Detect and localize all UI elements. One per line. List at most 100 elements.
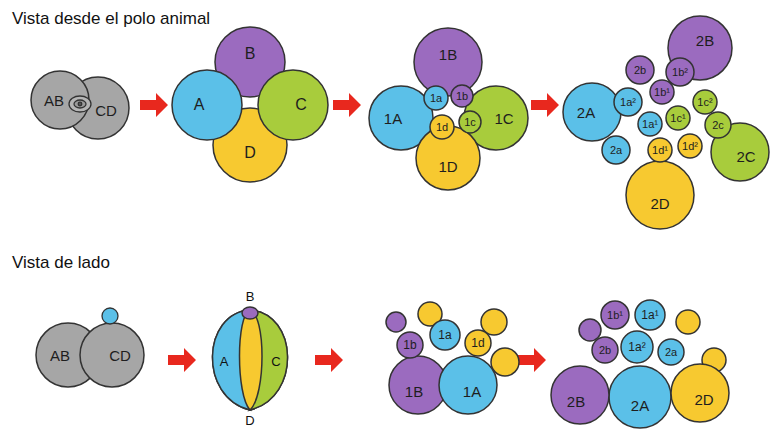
blastomere: AB <box>30 70 90 130</box>
cell-name: 2A <box>631 398 649 413</box>
blastomere: 2c <box>704 111 732 139</box>
blastomere: 2a <box>657 338 685 366</box>
cell-name: B <box>245 46 256 62</box>
cell-name: 1C <box>494 111 513 126</box>
cell-circle <box>638 112 662 136</box>
cell-name: 1a <box>438 329 451 341</box>
cell-name: 1a² <box>628 341 645 353</box>
cell-outline <box>171 69 243 141</box>
polar-body-ring <box>69 96 91 112</box>
cell-circle <box>430 115 454 139</box>
polar-body <box>102 308 118 324</box>
cell-name: 1b <box>403 339 416 351</box>
cell-circle <box>451 85 473 107</box>
cell-outline <box>257 69 329 141</box>
blastomere-label: C <box>271 355 280 369</box>
cell-circle <box>609 366 671 428</box>
blastomere: 1a² <box>613 87 643 117</box>
cell <box>491 348 519 376</box>
cell-name: AB <box>44 93 64 108</box>
cell-name: 2D <box>694 392 713 407</box>
cell-circle <box>172 70 242 140</box>
cell-name: 2b <box>599 345 611 356</box>
cell <box>676 310 700 334</box>
section-heading: Vista desde el polo animal <box>12 10 210 29</box>
cell-circle <box>430 320 460 350</box>
red-arrow <box>168 348 196 372</box>
cell-circle <box>592 337 618 363</box>
cell-circle <box>551 366 609 424</box>
cell-circle <box>31 71 89 129</box>
cell-c <box>250 310 288 410</box>
cell-name: 2b <box>634 65 646 76</box>
cell-circle <box>693 90 717 114</box>
cell-circle <box>626 56 654 84</box>
cell-circle <box>668 16 732 80</box>
cell-circle <box>648 138 672 162</box>
blastomere: C <box>257 69 329 141</box>
cell-name: 1B <box>439 47 457 62</box>
cell-circle <box>678 134 702 158</box>
cell-name: 1c¹ <box>670 113 685 124</box>
cell <box>481 309 507 335</box>
blastomere: 1a² <box>620 330 654 364</box>
cell-circle <box>650 80 674 104</box>
cell-name: AB <box>50 348 70 363</box>
cell-name: C <box>295 97 307 113</box>
pear-embryo <box>212 307 287 410</box>
blastomere: 2B <box>550 365 610 425</box>
cell-name: 1c <box>464 117 476 128</box>
blastomere: 1d¹ <box>647 137 673 163</box>
cell-circle <box>621 331 653 363</box>
red-arrow <box>315 348 343 372</box>
blastomere: 1c² <box>692 89 718 115</box>
blastomere: 2b <box>625 55 655 85</box>
cell-circle <box>626 161 694 229</box>
cell-name: 1a¹ <box>642 119 658 130</box>
blastomere: 1b <box>396 331 424 359</box>
blastomere: 1a <box>423 85 449 111</box>
cell-name: CD <box>95 103 117 118</box>
blastomere: 1d² <box>677 133 703 159</box>
blastomere: 1A <box>438 355 498 415</box>
section-heading: Vista de lado <box>12 254 110 273</box>
cell-circle <box>635 300 665 330</box>
cell-b <box>242 307 258 319</box>
cell-name: 2a <box>665 347 677 358</box>
cell-a <box>212 310 250 410</box>
red-arrow <box>518 348 546 372</box>
blastomere: 2A <box>608 365 672 429</box>
blastomere-label: D <box>245 414 254 428</box>
cell-name: D <box>244 145 256 161</box>
cell-circle <box>424 86 448 110</box>
polar-body-ring <box>74 100 86 108</box>
cell-circle <box>439 356 497 414</box>
blastomere: 1d <box>464 329 492 357</box>
cell-name: 1b¹ <box>607 310 623 321</box>
cell-name: 1b² <box>672 67 688 78</box>
cell-name: 1A <box>463 384 481 399</box>
blastomere-label: B <box>246 290 255 304</box>
cell-name: 1d¹ <box>652 145 668 156</box>
blastomere: CD <box>79 322 145 388</box>
cell-name: 1c² <box>697 97 712 108</box>
cell-d <box>212 310 287 410</box>
cell-name: 2C <box>736 149 755 164</box>
blastomere: 1c¹ <box>665 105 691 131</box>
cell-circle <box>658 339 684 365</box>
cell-name: 1D <box>438 159 457 174</box>
cell <box>579 319 601 341</box>
cell-name: 1b <box>456 91 468 102</box>
blastomere: 1c <box>458 110 482 134</box>
cell-circle <box>671 364 729 422</box>
cell-name: 2a <box>610 145 622 156</box>
cell-circle <box>666 58 694 86</box>
cell-circle <box>614 88 642 116</box>
blastomere: 1a¹ <box>637 111 663 137</box>
blastomere: 1d <box>429 114 455 140</box>
blastomere: 2a <box>601 135 631 165</box>
cell-circle <box>465 330 491 356</box>
cell-name: 1a¹ <box>641 309 658 321</box>
cell-circle <box>258 70 328 140</box>
